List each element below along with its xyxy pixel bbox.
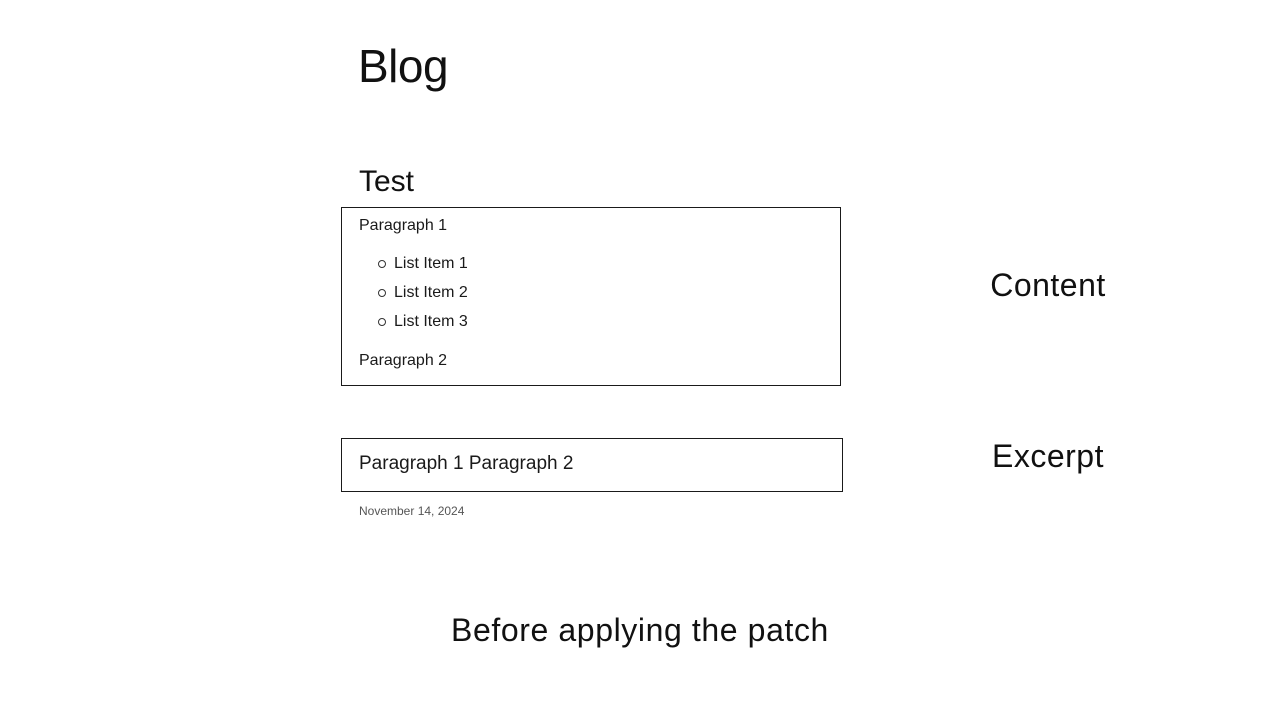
post-excerpt-box: Paragraph 1 Paragraph 2 — [341, 438, 843, 492]
circle-bullet-icon — [378, 318, 386, 326]
content-paragraph-1: Paragraph 1 — [359, 217, 448, 234]
post-date: November 14, 2024 — [359, 504, 465, 518]
post-content-box: Paragraph 1 List Item 1 List Item 2 List… — [341, 207, 841, 386]
content-list: List Item 1 List Item 2 List Item 3 — [378, 254, 468, 341]
post-excerpt-text: Paragraph 1 Paragraph 2 — [359, 453, 574, 474]
post-title-link[interactable]: Test — [359, 165, 415, 198]
blog-title: Blog — [358, 40, 449, 92]
list-item: List Item 3 — [378, 312, 468, 341]
list-item-label: List Item 2 — [394, 284, 468, 301]
list-item: List Item 1 — [378, 254, 468, 283]
content-annotation-label: Content — [990, 267, 1106, 303]
circle-bullet-icon — [378, 260, 386, 268]
list-item-label: List Item 1 — [394, 255, 468, 272]
content-paragraph-2: Paragraph 2 — [359, 352, 448, 369]
list-item-label: List Item 3 — [394, 313, 468, 330]
circle-bullet-icon — [378, 289, 386, 297]
caption: Before applying the patch — [451, 612, 829, 648]
excerpt-annotation-label: Excerpt — [992, 438, 1104, 474]
list-item: List Item 2 — [378, 283, 468, 312]
